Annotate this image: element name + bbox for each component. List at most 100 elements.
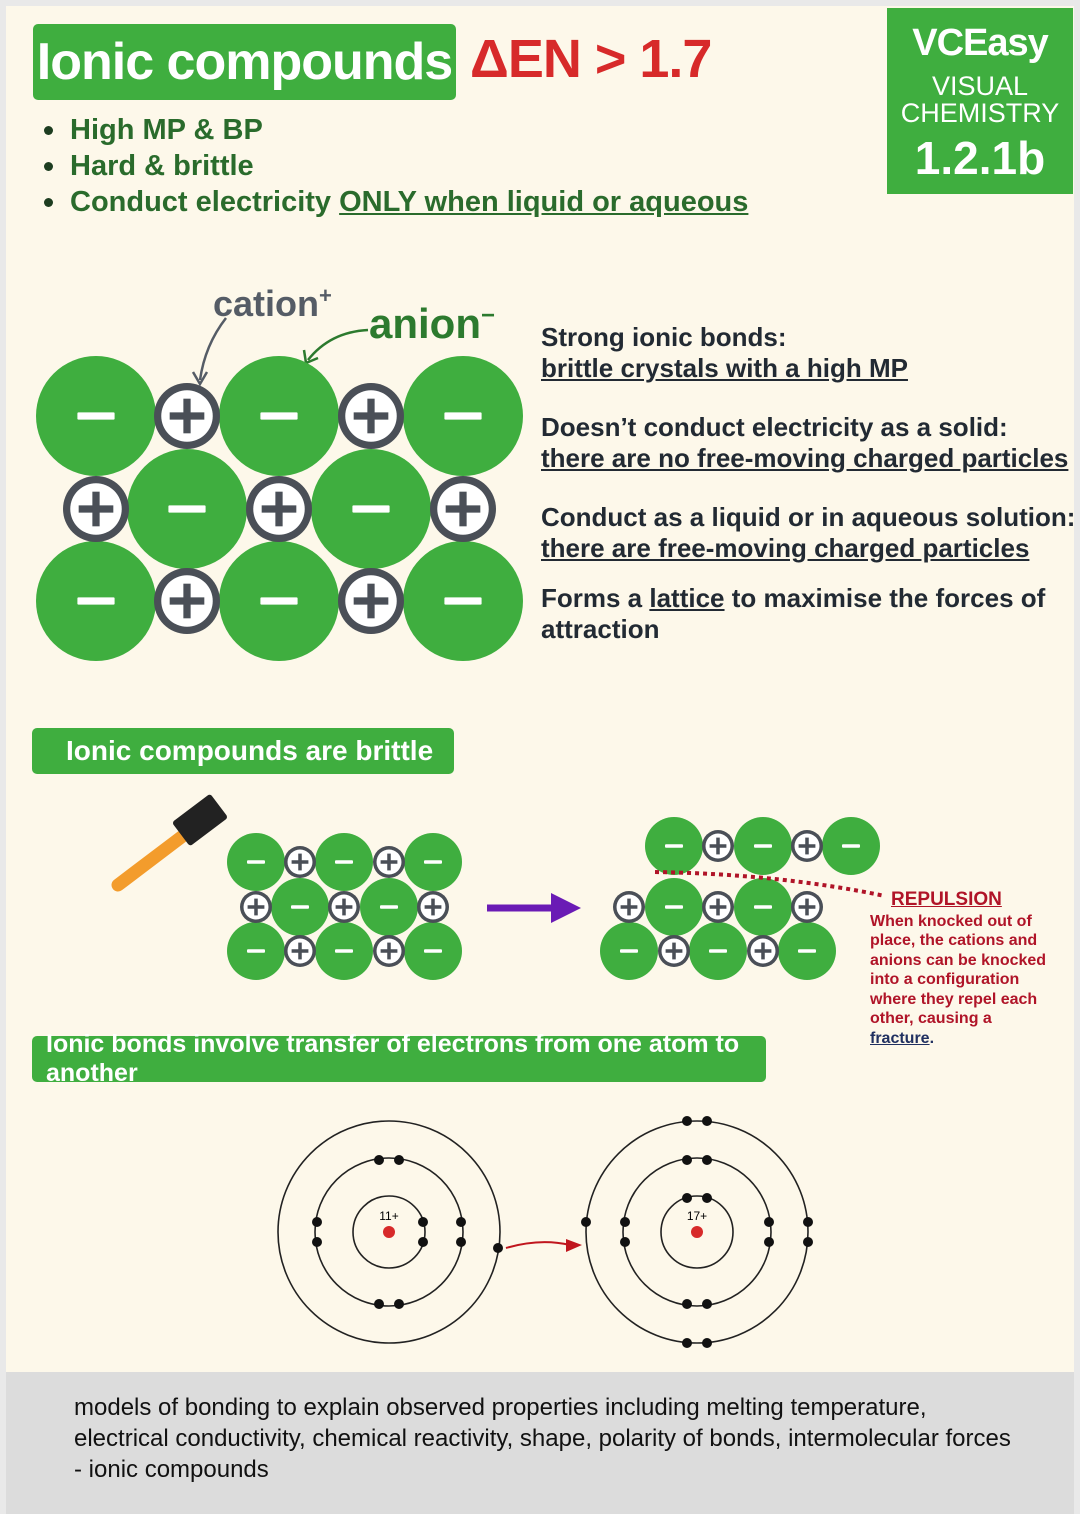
cation-particle: [154, 383, 220, 449]
property-heading: Conduct as a liquid or in aqueous soluti…: [541, 502, 1076, 532]
en-difference-rule: ΔEN > 1.7: [470, 29, 712, 89]
brittle-section-heading: Ionic compounds are brittle: [32, 728, 454, 774]
cation-label-sup: +: [319, 283, 332, 308]
cation-particle: [154, 568, 220, 634]
electron: [620, 1237, 630, 1247]
property-item: Strong ionic bonds: brittle crystals wit…: [541, 322, 1061, 384]
anion-particle: [227, 922, 285, 980]
cation-particle: [613, 891, 645, 923]
transfer-section-heading: Ionic bonds involve transfer of electron…: [32, 1030, 766, 1087]
anion-particle: [360, 878, 418, 936]
electron: [702, 1193, 712, 1203]
cation-particle: [702, 830, 734, 862]
cation-particle: [63, 476, 129, 542]
bullet-text: High MP & BP: [70, 114, 263, 146]
cation-particle: [658, 935, 690, 967]
cation-particle: [338, 568, 404, 634]
footer-text: models of bonding to explain observed pr…: [74, 1394, 1011, 1483]
atom1-label: 11+: [379, 1209, 398, 1223]
property-detail: brittle crystals with a high MP: [541, 353, 908, 383]
electron: [803, 1217, 813, 1227]
anion-particle: [645, 878, 703, 936]
electron: [702, 1155, 712, 1165]
property-bullets: High MP & BP Hard & brittle Conduct elec…: [40, 112, 748, 220]
electron: [620, 1217, 630, 1227]
electron: [682, 1299, 692, 1309]
lattice-note-pre: Forms a: [541, 583, 650, 613]
repulsion-text: When knocked out of place, the cations a…: [870, 912, 1047, 1028]
hammer-icon: [111, 794, 227, 892]
anion-particle: [645, 817, 703, 875]
nucleus-17: [691, 1226, 703, 1238]
electron: [682, 1155, 692, 1165]
electron: [803, 1237, 813, 1247]
fracture-keyword: fracture: [870, 1029, 930, 1047]
electron: [764, 1237, 774, 1247]
anion-particle: [822, 817, 880, 875]
cation-particle: [791, 891, 823, 923]
anion-particle: [315, 922, 373, 980]
properties-list: Strong ionic bonds: brittle crystals wit…: [541, 322, 1076, 673]
anion-particle: [734, 817, 792, 875]
electron: [312, 1237, 322, 1247]
lattice-note-line2: attraction: [541, 614, 660, 644]
property-detail: there are no free-moving charged particl…: [541, 443, 1069, 473]
anion-particle: [36, 356, 156, 476]
bullet-text: Conduct electricity: [70, 186, 340, 218]
electron: [418, 1237, 428, 1247]
vceasy-badge: VCEasy VISUAL CHEMISTRY 1.2.1b: [887, 8, 1073, 194]
anion-particle: [403, 356, 523, 476]
badge-line1: VISUAL: [931, 71, 1029, 101]
anion-particle: [311, 449, 431, 569]
title-banner: Ionic compounds: [33, 24, 456, 100]
electron: [418, 1217, 428, 1227]
electron: [682, 1193, 692, 1203]
electron: [374, 1299, 384, 1309]
anion-particle: [227, 833, 285, 891]
cation-particle: [702, 891, 734, 923]
anion-particle: [219, 541, 339, 661]
brittle-heading-text: Ionic compounds are brittle: [66, 735, 434, 766]
footer-band: models of bonding to explain observed pr…: [6, 1372, 1074, 1514]
electron: [374, 1155, 384, 1165]
anion-particle: [778, 922, 836, 980]
transfer-arrow: [505, 1239, 582, 1252]
sodium-atom-diagram: 11+: [277, 1120, 501, 1344]
electron-transfer-diagram: 11+ 17+: [277, 1116, 813, 1348]
cation-label-text: cation: [213, 283, 320, 324]
property-detail: there are free-moving charged particles: [541, 533, 1030, 563]
badge-code: 1.2.1b: [914, 132, 1046, 184]
electron: [493, 1243, 503, 1253]
bullet-item: Hard & brittle: [40, 148, 748, 184]
bullet-item: Conduct electricity ONLY when liquid or …: [40, 184, 748, 220]
anion-particle: [734, 878, 792, 936]
cation-particle: [284, 935, 316, 967]
repulsion-line: [654, 870, 886, 898]
ionic-lattice-diagram: [36, 356, 523, 661]
electron: [702, 1116, 712, 1126]
property-heading: Doesn’t conduct electricity as a solid:: [541, 412, 1008, 442]
anion-particle: [689, 922, 747, 980]
electron: [682, 1338, 692, 1348]
bullet-text: Hard & brittle: [70, 150, 254, 182]
property-item: Forms a lattice to maximise the forces o…: [541, 583, 1061, 645]
electrons: [312, 1116, 813, 1348]
cation-label: cation+: [213, 283, 332, 325]
property-item: Conduct as a liquid or in aqueous soluti…: [541, 502, 1076, 564]
electron: [394, 1299, 404, 1309]
nucleus-11: [383, 1226, 395, 1238]
anion-particle: [36, 541, 156, 661]
cation-particle: [240, 891, 272, 923]
cation-particle: [246, 476, 312, 542]
anion-particle: [219, 356, 339, 476]
anion-label-sup: −: [481, 302, 496, 329]
electron: [764, 1217, 774, 1227]
repulsion-title: REPULSION: [891, 889, 1002, 910]
repulsion-end: .: [929, 1029, 935, 1047]
page-title: Ionic compounds: [36, 33, 453, 91]
badge-line2: CHEMISTRY: [900, 98, 1060, 128]
property-heading: Strong ionic bonds:: [541, 322, 787, 352]
electron: [702, 1338, 712, 1348]
electron: [581, 1217, 591, 1227]
